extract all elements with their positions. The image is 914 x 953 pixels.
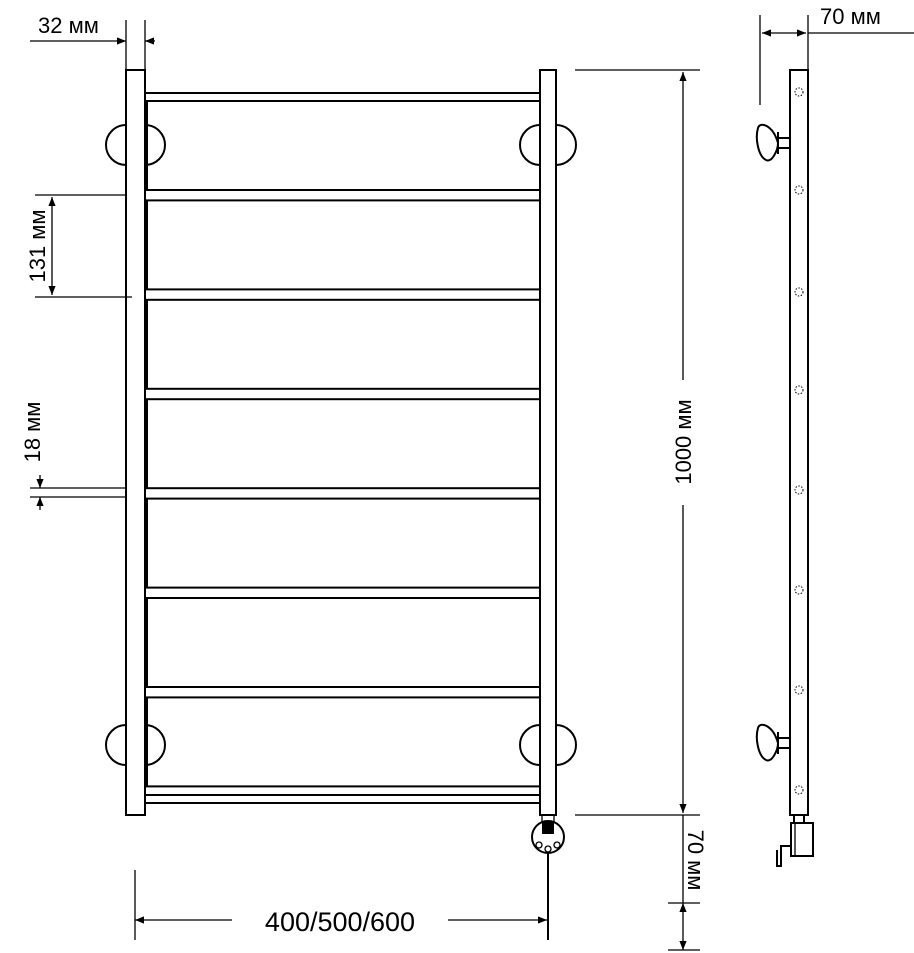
dim-rail-thickness: 18 мм [20,402,126,510]
label-height: 1000 мм [671,399,696,484]
front-view [105,69,577,940]
mount-hole [794,185,804,195]
left-bracket [105,124,166,166]
right-post [539,69,557,816]
side-bracket-top [755,123,790,162]
rails [145,92,541,804]
mount-hole [794,87,804,97]
wall-brackets [105,124,577,766]
dim-wall-offset: 70 мм [759,4,914,105]
right-bracket [519,724,577,766]
dim-rail-pitch: 131 мм [25,194,132,298]
mount-hole [794,485,804,495]
label-wall-offset: 70 мм [820,4,881,29]
heating-element [531,814,565,940]
dim-element-length: 70 мм [668,815,708,951]
rail [146,398,541,490]
dim-height: 1000 мм [575,69,700,816]
side-bracket-bottom [755,723,790,762]
label-element-length: 70 мм [683,830,708,891]
left-bracket [105,724,166,766]
right-bracket [519,124,577,166]
dim-post-width: 32 мм [30,13,155,70]
rail [146,100,541,191]
side-view [755,69,814,867]
rail [146,298,541,390]
mount-hole [794,685,804,695]
bottom-bar [145,794,540,804]
left-post [125,69,146,816]
mount-hole [794,287,804,297]
top-bar [145,92,540,102]
side-heating-element [776,814,814,867]
label-width: 400/500/600 [265,907,415,937]
mount-hole [794,385,804,395]
mount-hole [794,585,804,595]
rail [146,597,541,688]
rail [146,696,541,788]
side-post [789,69,809,816]
rail [146,497,541,589]
mount-hole [794,785,804,795]
label-rail-thickness: 18 мм [20,402,45,463]
rail [146,199,541,291]
dim-width: 400/500/600 [134,870,547,940]
label-post-width: 32 мм [38,13,99,38]
label-rail-pitch: 131 мм [25,209,50,282]
